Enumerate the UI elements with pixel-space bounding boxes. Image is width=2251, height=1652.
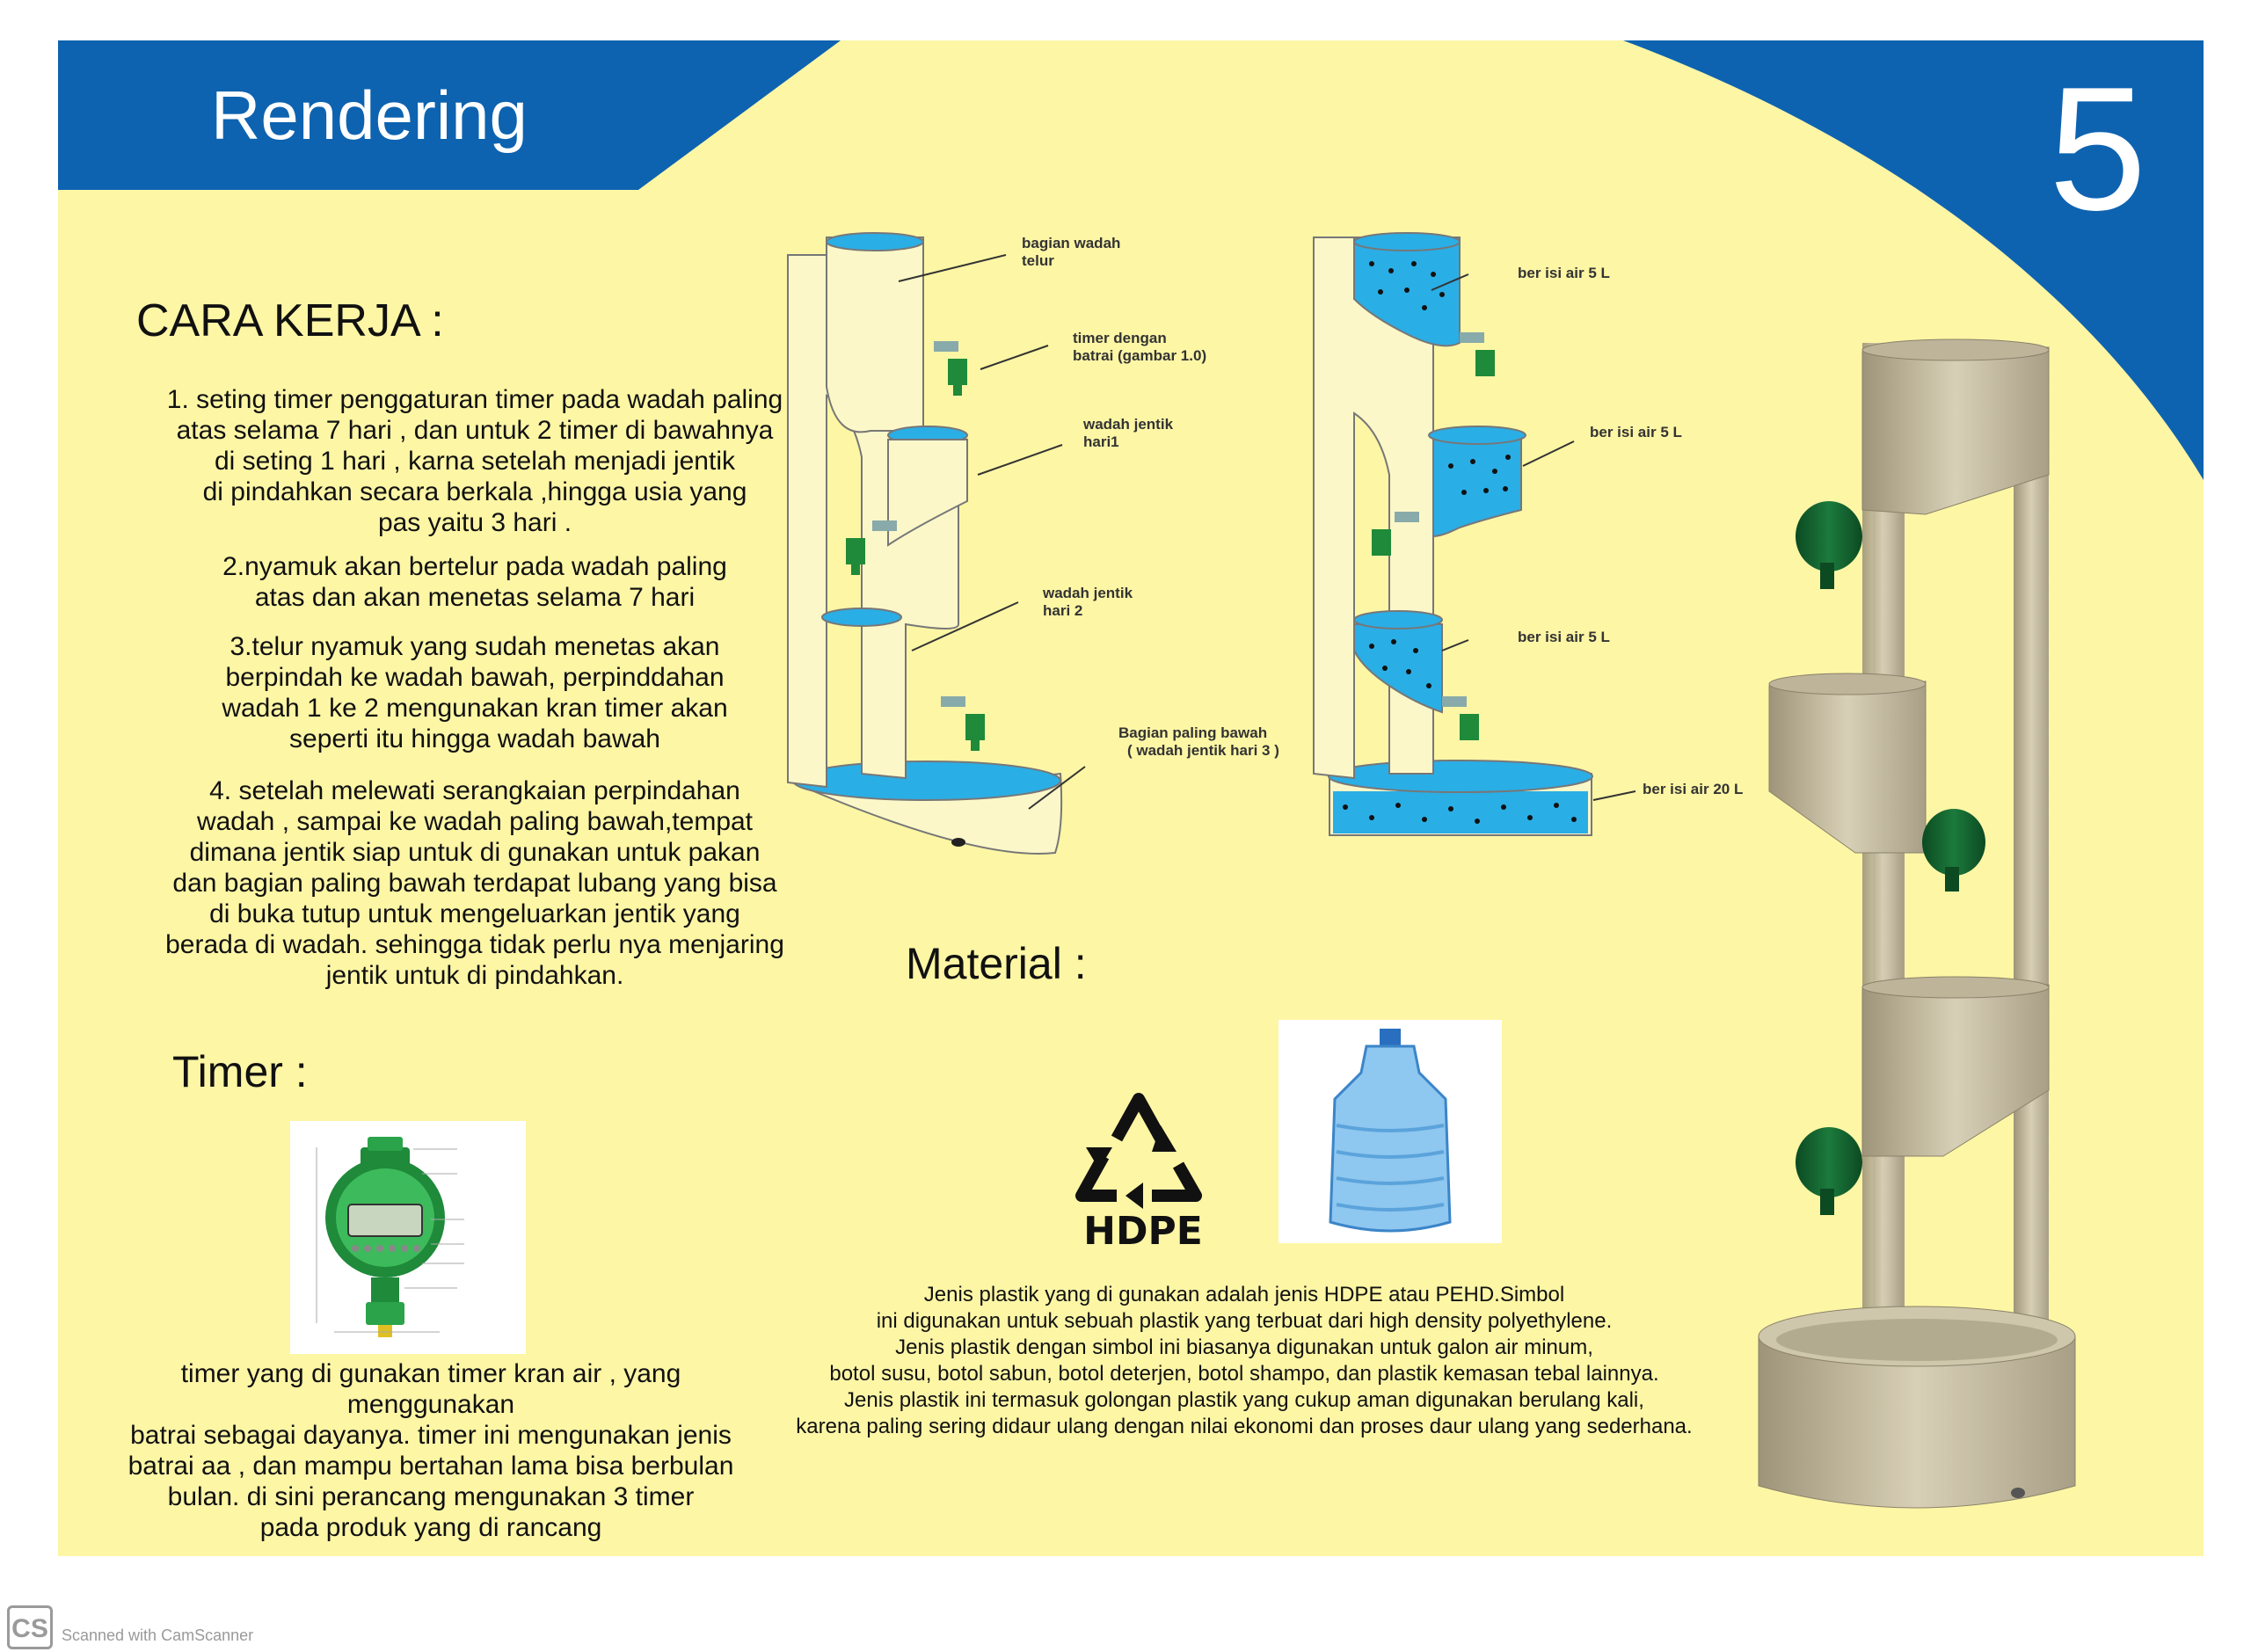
label-egg-line2: telur (1022, 252, 1054, 269)
material-description-line: Jenis plastik yang di gunakan adalah jen… (923, 1283, 1565, 1306)
step-3-line: 3.telur nyamuk yang sudah menetas akan (229, 632, 720, 661)
step-1-line: di seting 1 hari , karna setelah menjadi… (214, 447, 735, 476)
step-4-line: dimana jentik siap untuk di gunakan untu… (189, 838, 761, 867)
tower-timer-1 (1796, 501, 1862, 589)
step-1-line: pas yaitu 3 hari . (377, 508, 572, 537)
tower-drain (2011, 1488, 2025, 1498)
step-4-line: dan bagian paling bawah terdapat lubang … (172, 869, 777, 898)
label-bottom-line1: Bagian paling bawah (1118, 724, 1267, 741)
timer-description-line: bulan. di sini perancang mengunakan 3 ti… (167, 1482, 695, 1511)
step-1-line: di pindahkan secara berkala ,hingga usia… (202, 477, 747, 506)
step-2-line: 2.nyamuk akan bertelur pada wadah paling (222, 552, 727, 581)
material-description: Jenis plastik yang di gunakan adalah jen… (774, 1282, 1715, 1440)
header-background (58, 40, 2204, 480)
label-larva1-line1: wadah jentik (1082, 416, 1174, 433)
step-2: 2.nyamuk akan bertelur pada wadah paling… (158, 551, 791, 613)
material-description-line: ini digunakan untuk sebuah plastik yang … (876, 1309, 1613, 1333)
timer-valve-1 (934, 341, 967, 396)
camscanner-logo: CS (7, 1605, 53, 1649)
page-number: 5 (2049, 51, 2147, 247)
water-gallon-illustration (1329, 1029, 1452, 1233)
step-2-line: atas dan akan menetas selama 7 hari (254, 583, 696, 612)
larva2-water (821, 608, 902, 627)
material-heading: Material : (906, 939, 1087, 988)
page-number-corner (1623, 40, 2204, 480)
step-4-line: wadah , sampai ke wadah paling bawah,tem… (196, 807, 754, 836)
cara-kerja-heading: CARA KERJA : (136, 295, 444, 346)
timer-heading: Timer : (172, 1047, 308, 1096)
step-4-line: 4. setelah melewati serangkaian perpinda… (209, 776, 740, 805)
label-egg-line1: bagian wadah (1022, 235, 1120, 251)
step-3-line: seperti itu hingga wadah bawah (289, 724, 660, 753)
diagram-left: bagian wadah telur timer dengan batrai (… (787, 232, 1279, 855)
page-title: Rendering (211, 76, 528, 154)
step-1: 1. seting timer penggaturan timer pada w… (158, 384, 791, 538)
egg-water (826, 232, 924, 251)
timer-description-line: batrai sebagai dayanya. timer ini mengun… (130, 1421, 732, 1450)
title-banner (58, 40, 841, 190)
label-low-tank: ber isi air 5 L (1518, 629, 1610, 645)
label-larva1-line2: hari1 (1083, 433, 1119, 450)
label-base-tank: ber isi air 20 L (1643, 781, 1743, 797)
step-3: 3.telur nyamuk yang sudah menetas akan b… (158, 631, 791, 754)
material-description-line: botol susu, botol sabun, botol deterjen,… (829, 1362, 1659, 1386)
diagram-right: ber isi air 5 L ber isi air 5 L ber isi … (1313, 232, 1743, 836)
label-bottom-line2: ( wadah jentik hari 3 ) (1127, 742, 1279, 759)
label-timer-line2: batrai (gambar 1.0) (1073, 347, 1206, 364)
material-description-line: Jenis plastik dengan simbol ini biasanya… (895, 1335, 1593, 1359)
timer-valve-3 (941, 696, 985, 751)
label-timer-line1: timer dengan (1073, 330, 1167, 346)
larvae-dots (1343, 261, 1577, 824)
step-3-line: berpindah ke wadah bawah, perpinddahan (225, 663, 725, 692)
tower-timer-3 (1796, 1127, 1862, 1215)
base-water (792, 761, 1061, 801)
material-description-line: karena paling sering didaur ulang dengan… (796, 1415, 1693, 1438)
step-4: 4. setelah melewati serangkaian perpinda… (158, 775, 791, 991)
label-larva2-line2: hari 2 (1043, 602, 1082, 619)
gallon-image (1278, 1020, 1502, 1243)
label-larva2-line1: wadah jentik (1042, 585, 1133, 601)
base-water-right (1333, 791, 1588, 833)
timer-valves-right (1372, 332, 1495, 740)
step-4-line: berada di wadah. sehingga tidak perlu ny… (165, 930, 784, 959)
step-4-line: di buka tutup untuk mengeluarkan jentik … (209, 899, 740, 928)
tank-low-right (1353, 623, 1443, 714)
timer-valve-2 (846, 520, 897, 575)
material-description-line: Jenis plastik ini termasuk golongan plas… (844, 1388, 1644, 1412)
water-timer-illustration (316, 1137, 464, 1337)
step-4-line: jentik untuk di pindahkan. (325, 961, 624, 990)
egg-container (826, 237, 924, 433)
timer-description: timer yang di gunakan timer kran air , y… (97, 1358, 765, 1543)
tank-mid-right (1432, 439, 1522, 538)
label-mid-tank: ber isi air 5 L (1590, 424, 1682, 440)
hdpe-label: HDPE (1083, 1209, 1203, 1253)
timer-image (290, 1121, 526, 1354)
recycle-symbol: HDPE (1075, 1093, 1203, 1253)
step-3-line: wadah 1 ke 2 mengunakan kran timer akan (222, 694, 728, 723)
larva1-container (887, 439, 968, 547)
label-top-tank: ber isi air 5 L (1518, 265, 1610, 281)
tower-timer-2 (1922, 809, 1985, 891)
step-1-line: 1. seting timer penggaturan timer pada w… (166, 385, 783, 414)
tower-container-middle (1768, 680, 1927, 854)
step-1-line: atas selama 7 hari , dan untuk 2 timer d… (176, 416, 774, 445)
tower-render (1758, 338, 2076, 1509)
timer-description-line: timer yang di gunakan timer kran air , y… (180, 1359, 681, 1419)
scanner-footer-text: Scanned with CamScanner (62, 1627, 254, 1644)
tower-pole-back (2014, 352, 2049, 1389)
drain-hole (951, 838, 965, 847)
tower-base-tank (1758, 1335, 2076, 1509)
timer-description-line: batrai aa , dan mampu bertahan lama bisa… (127, 1452, 734, 1481)
timer-description-line: pada produk yang di rancang (259, 1513, 602, 1542)
